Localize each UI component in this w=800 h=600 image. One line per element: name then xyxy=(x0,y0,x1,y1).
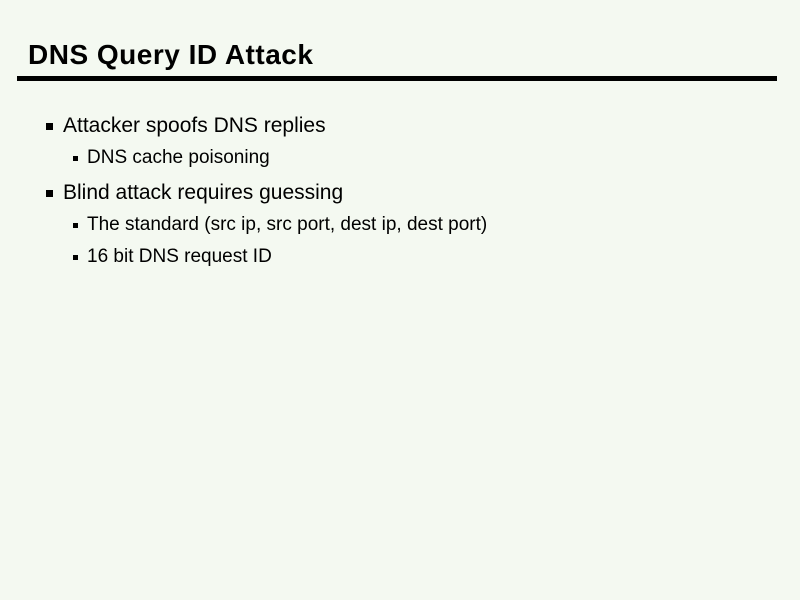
bullet-text: Blind attack requires guessing xyxy=(63,181,344,204)
page-title: DNS Query ID Attack xyxy=(28,39,314,70)
bullet-list: Attacker spoofs DNS replies DNS cache po… xyxy=(0,110,800,273)
bullet-square-icon xyxy=(46,122,53,130)
list-item: Attacker spoofs DNS replies xyxy=(0,110,800,142)
bullet-square-icon xyxy=(73,222,78,228)
title-underline-rule xyxy=(17,76,777,81)
bullet-text: DNS cache poisoning xyxy=(87,147,270,168)
bullet-square-icon xyxy=(46,189,53,197)
bullet-text: The standard (src ip, src port, dest ip,… xyxy=(87,214,488,235)
list-item: DNS cache poisoning xyxy=(0,142,800,174)
bullet-text: Attacker spoofs DNS replies xyxy=(63,114,326,137)
list-item: 16 bit DNS request ID xyxy=(0,241,800,273)
bullet-text: 16 bit DNS request ID xyxy=(87,246,272,267)
bullet-square-icon xyxy=(73,254,78,260)
list-item: Blind attack requires guessing xyxy=(0,177,800,209)
list-item: The standard (src ip, src port, dest ip,… xyxy=(0,209,800,241)
bullet-square-icon xyxy=(73,155,78,161)
